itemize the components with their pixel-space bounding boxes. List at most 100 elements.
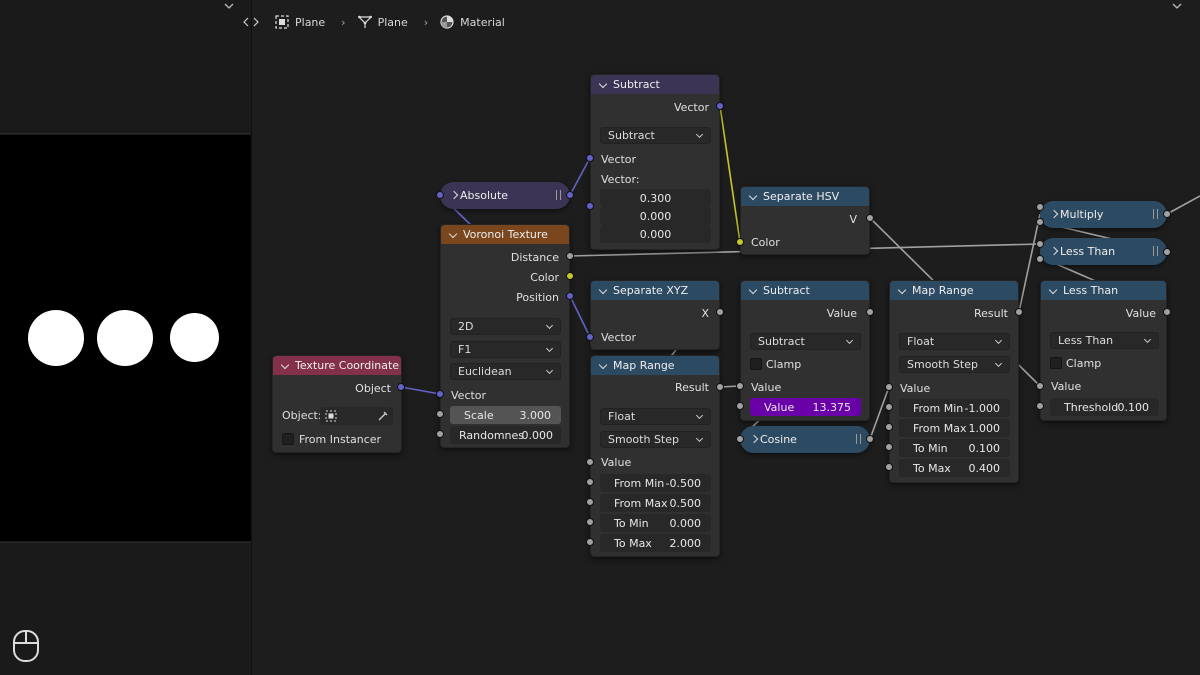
socket-to-max-in[interactable] xyxy=(586,538,594,546)
feature-dropdown[interactable]: F1 xyxy=(450,341,561,358)
node-voronoi-texture[interactable]: Voronoi Texture Distance Color Position … xyxy=(440,224,570,448)
node-separate-xyz[interactable]: Separate XYZ X Vector xyxy=(590,280,720,350)
collapse-icon[interactable] xyxy=(1172,2,1182,10)
socket-randomness-in[interactable] xyxy=(436,430,444,438)
node-map-range-2[interactable]: Map Range Result Float Smooth Step Value… xyxy=(889,280,1019,483)
node-separate-hsv[interactable]: Separate HSV V Color xyxy=(740,186,870,255)
node-header[interactable]: Map Range xyxy=(591,356,719,375)
node-header[interactable]: Subtract xyxy=(591,75,719,94)
breadcrumb-object[interactable]: Plane xyxy=(295,15,326,29)
node-math-subtract[interactable]: Subtract Value Subtract Clamp Value Valu… xyxy=(740,280,870,421)
from-instancer-checkbox[interactable] xyxy=(282,433,294,445)
data-type-dropdown[interactable]: Float xyxy=(600,408,711,425)
node-absolute[interactable]: Absolute xyxy=(440,182,570,209)
socket-position-out[interactable] xyxy=(566,292,574,300)
dimensions-dropdown[interactable]: 2D xyxy=(450,318,561,335)
socket-vector-in[interactable] xyxy=(436,390,444,398)
socket-vector2-in[interactable] xyxy=(586,202,594,210)
clamp-checkbox[interactable] xyxy=(750,358,762,370)
node-texture-coordinate[interactable]: Texture Coordinate Object Object: From I… xyxy=(272,355,402,453)
socket-value-out[interactable] xyxy=(866,308,874,316)
node-header[interactable]: Subtract xyxy=(741,281,869,300)
node-map-range-1[interactable]: Map Range Result Float Smooth Step Value… xyxy=(590,355,720,557)
breadcrumb-mesh[interactable]: Plane xyxy=(377,15,408,29)
socket-absolute-out[interactable] xyxy=(566,191,574,199)
node-less-than-collapsed[interactable]: Less Than xyxy=(1040,238,1167,265)
data-type-dropdown[interactable]: Float xyxy=(899,333,1010,350)
socket-value-out[interactable] xyxy=(1163,308,1171,316)
socket-value-in[interactable] xyxy=(586,458,594,466)
socket-lessthan-in2[interactable] xyxy=(1036,255,1044,263)
render-preview[interactable] xyxy=(0,135,251,541)
socket-to-min-in[interactable] xyxy=(586,518,594,526)
vector-z-field[interactable]: 0.000 xyxy=(600,225,711,243)
clamp-checkbox[interactable] xyxy=(1050,357,1062,369)
interpolation-dropdown[interactable]: Smooth Step xyxy=(899,356,1010,373)
vector-x-field[interactable]: 0.300 xyxy=(600,189,711,207)
socket-color-in[interactable] xyxy=(736,238,744,246)
node-multiply[interactable]: Multiply xyxy=(1040,201,1167,228)
socket-from-min-in[interactable] xyxy=(885,403,893,411)
chevrons-left-right-icon[interactable] xyxy=(243,17,259,27)
socket-result-out[interactable] xyxy=(1015,308,1023,316)
socket-multiply-out[interactable] xyxy=(1163,210,1171,218)
socket-value-in[interactable] xyxy=(1036,382,1044,390)
socket-cosine-out[interactable] xyxy=(866,435,874,443)
node-header[interactable]: Separate XYZ xyxy=(591,281,719,300)
socket-multiply-in2[interactable] xyxy=(1036,218,1044,226)
socket-to-min-in[interactable] xyxy=(885,443,893,451)
node-cosine[interactable]: Cosine xyxy=(740,426,870,453)
node-less-than[interactable]: Less Than Value Less Than Clamp Value Th… xyxy=(1040,280,1167,421)
operation-dropdown[interactable]: Subtract xyxy=(600,127,711,144)
socket-distance-out[interactable] xyxy=(566,252,574,260)
node-header[interactable]: Map Range xyxy=(890,281,1018,300)
socket-vector-out[interactable] xyxy=(716,102,724,110)
from-min-field[interactable]: From Min-0.500 xyxy=(600,474,711,492)
socket-vector-in[interactable] xyxy=(586,154,594,162)
node-header[interactable]: Less Than xyxy=(1041,281,1166,300)
socket-color-out[interactable] xyxy=(566,272,574,280)
socket-object-out[interactable] xyxy=(397,383,405,391)
node-header[interactable]: Texture Coordinate xyxy=(273,356,401,375)
socket-threshold-in[interactable] xyxy=(1036,402,1044,410)
socket-x-out[interactable] xyxy=(716,308,724,316)
node-vector-subtract[interactable]: Subtract Vector Subtract Vector Vector: … xyxy=(590,74,720,250)
vector-y-field[interactable]: 0.000 xyxy=(600,207,711,225)
socket-from-max-in[interactable] xyxy=(885,423,893,431)
socket-absolute-in[interactable] xyxy=(436,191,444,199)
socket-from-max-in[interactable] xyxy=(586,498,594,506)
socket-lessthan-out[interactable] xyxy=(1163,248,1171,256)
socket-scale-in[interactable] xyxy=(436,410,444,418)
metric-dropdown[interactable]: Euclidean xyxy=(450,363,561,380)
breadcrumb-material[interactable]: Material xyxy=(460,15,505,29)
chevron-down-icon[interactable] xyxy=(224,2,234,10)
socket-value2-in[interactable] xyxy=(736,402,744,410)
socket-from-min-in[interactable] xyxy=(586,478,594,486)
socket-lessthan-in1[interactable] xyxy=(1036,240,1044,248)
socket-multiply-in1[interactable] xyxy=(1036,203,1044,211)
socket-value-in[interactable] xyxy=(885,383,893,391)
socket-to-max-in[interactable] xyxy=(885,463,893,471)
from-min-field[interactable]: From Min-1.000 xyxy=(899,399,1010,417)
socket-value-in[interactable] xyxy=(736,382,744,390)
eyedropper-icon[interactable] xyxy=(377,410,389,422)
socket-v-out[interactable] xyxy=(866,214,874,222)
operation-dropdown[interactable]: Subtract xyxy=(750,333,861,350)
socket-result-out[interactable] xyxy=(716,383,724,391)
socket-cosine-in[interactable] xyxy=(736,435,744,443)
node-header[interactable]: Separate HSV xyxy=(741,187,869,206)
operation-dropdown[interactable]: Less Than xyxy=(1050,332,1159,349)
node-header[interactable]: Voronoi Texture xyxy=(441,225,569,244)
object-picker[interactable] xyxy=(320,407,393,425)
interpolation-dropdown[interactable]: Smooth Step xyxy=(600,431,711,448)
